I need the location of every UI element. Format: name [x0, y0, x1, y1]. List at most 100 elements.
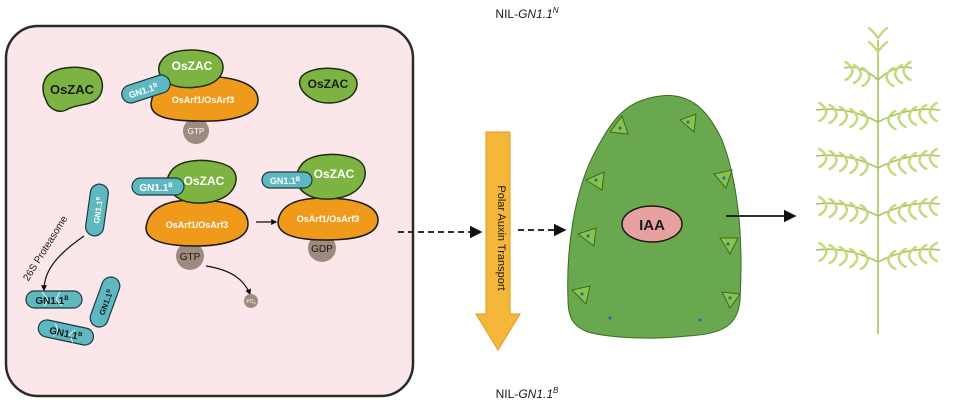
spikelet — [859, 164, 869, 177]
gn11b-mid — [131, 177, 185, 196]
osarf-label-mid: OsArf1/OsArf3 — [166, 220, 229, 230]
spikelet — [907, 151, 918, 164]
complex-top: GTP OsArf1/OsArf3 OsZAC GN1.1B — [121, 49, 259, 144]
spikelet — [838, 105, 849, 118]
spikelet — [849, 201, 859, 214]
spikelet — [838, 151, 849, 164]
spikelet — [828, 206, 838, 219]
spikelet — [897, 256, 907, 269]
gn11b-fragment-3 — [37, 319, 95, 346]
gn11b-label-right: GN1.1B — [270, 176, 301, 186]
spikelet — [897, 247, 907, 260]
panicle-branch — [877, 108, 941, 123]
panicle-branch — [877, 248, 941, 263]
spikelet — [818, 110, 828, 123]
gtp-ball-top — [183, 118, 209, 144]
osarf-label-right: OsArf1/OsArf3 — [297, 214, 360, 224]
gtp-ball — [176, 242, 204, 270]
spikelet — [849, 162, 859, 175]
osarf-mid — [145, 199, 249, 247]
spikelet — [849, 210, 859, 223]
spikelet — [907, 245, 918, 258]
panicle-branch — [877, 202, 941, 217]
spikelet — [844, 69, 854, 82]
spikelet — [828, 158, 838, 171]
panicle-branch — [877, 154, 941, 169]
iaa-ellipse — [621, 205, 683, 243]
nil-bottom-label: NIL-GN1.1B — [496, 386, 559, 401]
spikelet — [859, 212, 869, 225]
oszac-free-right: OsZAC — [298, 67, 358, 104]
spikelet — [928, 156, 938, 169]
spikelet — [918, 158, 928, 171]
gn11b-fragment-1 — [25, 290, 83, 309]
spikelet — [907, 160, 918, 173]
spikelet — [928, 195, 938, 208]
spikelet — [887, 212, 897, 225]
oszac-label-gdp: OsZAC — [314, 167, 355, 181]
spikelet — [849, 153, 859, 166]
spikelet — [838, 160, 849, 173]
spikelet — [928, 110, 938, 123]
spikelet — [887, 118, 897, 131]
spikelet — [918, 206, 928, 219]
gn11b-right — [261, 171, 313, 189]
panicle-branch — [815, 248, 879, 263]
gn11b-fragment-label-1: GN1.1B — [35, 296, 69, 307]
spikelet — [861, 66, 871, 79]
gn11b-fragment-2 — [89, 276, 121, 328]
spikelet — [859, 118, 869, 131]
nil-top-label: NIL-GN1.1N — [495, 6, 558, 21]
spikelet — [867, 40, 880, 54]
spikelet — [897, 162, 907, 175]
spikelet — [852, 72, 863, 85]
spikelet — [828, 112, 838, 125]
panicle-illustration — [815, 26, 941, 334]
panicle-branch — [815, 154, 879, 169]
spikelet — [907, 105, 918, 118]
spikelet — [907, 114, 918, 127]
proteasome-arrow — [41, 235, 85, 292]
osarf-label-top: OsArf1/OsArf3 — [172, 95, 235, 105]
spikelet — [818, 241, 828, 254]
oszac-label: OsZAC — [50, 82, 95, 97]
oszac-free-left: OsZAC — [42, 66, 104, 112]
complex-gdp: GDP OsArf1/OsArf3 OsZAC GN1.1B — [261, 153, 379, 262]
spikelet — [897, 107, 907, 120]
gn11b-degrading — [85, 183, 109, 237]
pi-label: PO4 — [246, 299, 255, 306]
polar-auxin-transport-arrow: Polar Auxin Transport — [475, 131, 521, 351]
spikelet — [828, 252, 838, 265]
spikelet — [907, 208, 918, 221]
spikelet — [818, 147, 828, 160]
spikelet — [893, 72, 904, 85]
gn11b-label-degrading: GN1.1B — [92, 196, 105, 224]
spikelet — [818, 195, 828, 208]
spikelet — [852, 63, 863, 76]
gtp-label-top: GTP — [188, 127, 204, 136]
oszac-label-right: OsZAC — [308, 77, 349, 91]
spikelet — [838, 199, 849, 212]
spikelet — [849, 247, 859, 260]
gn11b-top — [121, 74, 171, 104]
iaa-label: IAA — [639, 217, 665, 234]
gn11b-label-mid: GN1.1B — [139, 183, 173, 194]
spikelet — [897, 201, 907, 214]
spikelet — [849, 256, 859, 269]
spikelet — [893, 63, 904, 76]
spikelet — [838, 254, 849, 267]
oszac-label-mid: OsZAC — [184, 174, 225, 188]
spikelet — [887, 258, 897, 271]
spikelet — [849, 116, 859, 129]
pi-ball — [244, 294, 258, 308]
spikelet — [918, 112, 928, 125]
gn11b-fragments: GN1.1B GN1.1B GN1.1B — [25, 276, 121, 346]
polar-auxin-label: Polar Auxin Transport — [495, 185, 507, 290]
spikelet — [897, 210, 907, 223]
panicle-branch — [843, 66, 879, 81]
spikelet — [902, 69, 912, 82]
spikelet — [876, 26, 889, 40]
panicle-branch — [815, 202, 879, 217]
